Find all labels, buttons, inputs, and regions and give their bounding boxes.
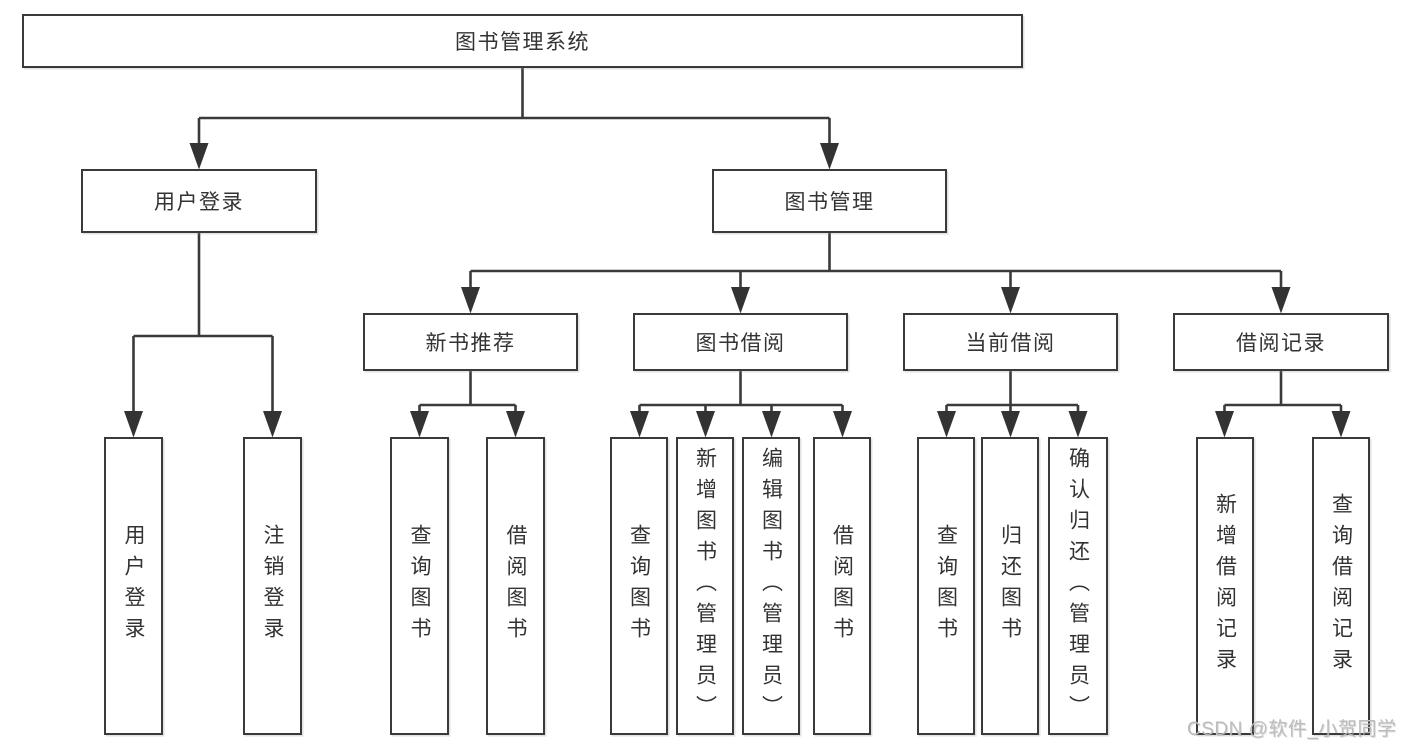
leaf-query-book-current: 查询图书	[917, 437, 975, 735]
node-user-login: 用户登录	[81, 169, 317, 233]
arrowhead-icon	[762, 411, 781, 438]
leaf-borrow-book-new-recommend: 借阅图书	[486, 437, 545, 735]
leaf-label: 查询借阅记录	[1329, 493, 1353, 679]
node-label: 用户登录	[154, 191, 244, 214]
leaf-user-login: 用户登录	[104, 437, 163, 735]
node-root-system: 图书管理系统	[22, 14, 1023, 68]
leaf-confirm-return-admin: 确认归还（管理员）	[1048, 437, 1108, 735]
arrowhead-icon	[937, 411, 956, 438]
arrowhead-icon	[1001, 411, 1020, 438]
leaf-label: 借阅图书	[830, 524, 854, 648]
leaf-label: 新增图书（管理员）	[693, 446, 717, 726]
node-book-management: 图书管理	[712, 169, 947, 233]
arrowhead-icon	[410, 411, 429, 438]
leaf-edit-book-admin: 编辑图书（管理员）	[742, 437, 800, 735]
leaf-label: 注销登录	[261, 524, 284, 648]
leaf-label: 编辑图书（管理员）	[759, 446, 783, 726]
leaf-label: 确认归还（管理员）	[1066, 446, 1090, 726]
leaf-add-book-admin: 新增图书（管理员）	[676, 437, 734, 735]
leaf-query-book-new-recommend: 查询图书	[390, 437, 449, 735]
arrowhead-icon	[696, 411, 715, 438]
arrowhead-icon	[1001, 287, 1020, 314]
leaf-label: 查询图书	[408, 524, 431, 648]
leaf-query-book-borrow: 查询图书	[610, 437, 668, 735]
leaf-query-borrow-record: 查询借阅记录	[1312, 437, 1370, 735]
leaf-label: 查询图书	[934, 524, 958, 648]
csdn-watermark: CSDN @软件_小贺同学	[1187, 719, 1397, 740]
node-label: 新书推荐	[425, 332, 516, 355]
arrowhead-icon	[820, 143, 839, 170]
leaf-return-book: 归还图书	[981, 437, 1039, 735]
leaf-borrow-book: 借阅图书	[813, 437, 871, 735]
node-label: 借阅记录	[1236, 332, 1326, 355]
leaf-add-borrow-record: 新增借阅记录	[1196, 437, 1254, 735]
node-current-borrow: 当前借阅	[903, 313, 1118, 371]
node-label: 图书借阅	[695, 332, 786, 355]
leaf-label: 查询图书	[627, 524, 651, 648]
node-book-borrow: 图书借阅	[633, 313, 848, 371]
arrowhead-icon	[1068, 411, 1088, 438]
arrowhead-icon	[833, 411, 852, 438]
node-label: 图书管理	[784, 191, 875, 214]
node-label: 图书管理系统	[455, 31, 590, 54]
leaf-logout-login: 注销登录	[243, 437, 302, 735]
arrowhead-icon	[1271, 287, 1291, 314]
leaf-label: 归还图书	[998, 524, 1022, 648]
node-new-book-recommend: 新书推荐	[363, 313, 578, 371]
arrowhead-icon	[1215, 411, 1234, 438]
arrowhead-icon	[189, 143, 209, 170]
leaf-label: 新增借阅记录	[1213, 493, 1237, 679]
arrowhead-icon	[461, 287, 480, 314]
arrowhead-icon	[124, 411, 143, 438]
node-label: 当前借阅	[965, 332, 1056, 355]
arrowhead-icon	[731, 287, 750, 314]
leaf-label: 借阅图书	[504, 524, 527, 648]
arrowhead-icon	[506, 411, 525, 438]
node-borrow-records: 借阅记录	[1173, 313, 1389, 371]
arrowhead-icon	[263, 411, 282, 438]
leaf-label: 用户登录	[122, 524, 145, 648]
arrowhead-icon	[630, 411, 649, 438]
connector-path	[132, 68, 1343, 414]
arrowhead-icon	[1331, 411, 1351, 438]
